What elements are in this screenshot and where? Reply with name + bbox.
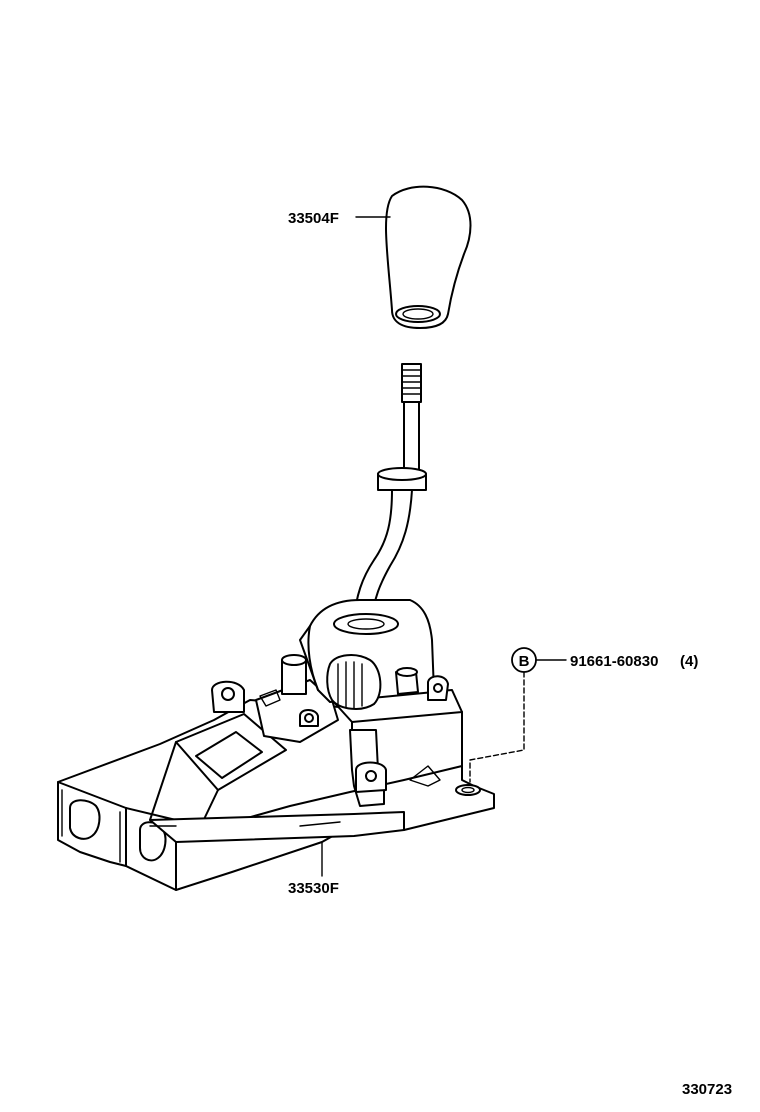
bolt-callout[interactable]: B (511, 647, 537, 673)
figure-number: 330723 (682, 1081, 732, 1098)
shift-lever-housing[interactable] (57, 599, 495, 891)
bolt-part-number[interactable]: 91661-60830 (570, 653, 658, 670)
shift-lever[interactable] (353, 363, 427, 621)
bolt-quantity: (4) (680, 653, 698, 670)
bolt-leader-line (469, 671, 525, 783)
knob-part-number[interactable]: 33504F (288, 210, 339, 227)
callout-letter: B (519, 653, 530, 670)
shift-knob[interactable] (385, 185, 472, 329)
housing-part-number[interactable]: 33530F (288, 880, 339, 897)
